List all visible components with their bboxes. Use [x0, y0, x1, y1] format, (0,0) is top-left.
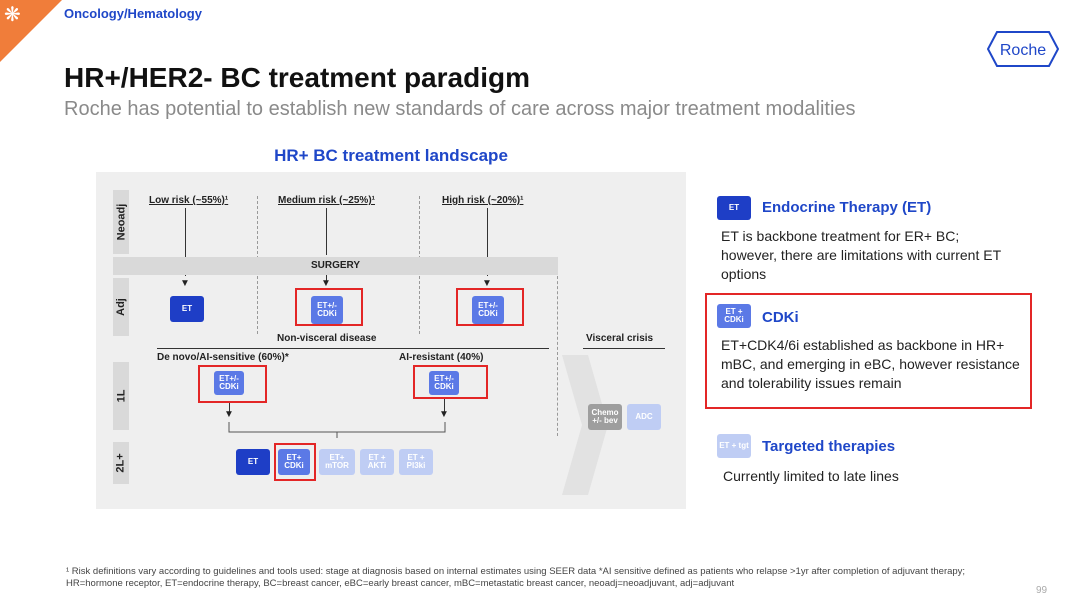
chip-adj-high: ET+/- CDKi	[472, 296, 504, 324]
legend-chip-et: ET	[717, 196, 751, 220]
diagram-title: HR+ BC treatment landscape	[274, 146, 508, 165]
legend-text-et: ET is backbone treatment for ER+ BC; how…	[721, 228, 1001, 282]
highlight-box	[413, 365, 488, 399]
row-tab-neoadj: Neoadj	[113, 190, 129, 254]
footnote: ¹ Risk definitions vary according to gui…	[66, 566, 966, 589]
chip-adj-medium: ET+/- CDKi	[311, 296, 343, 324]
row-tab-1l: 1L	[113, 362, 129, 430]
flow-line	[326, 275, 327, 281]
legend-title-tgt: Targeted therapies	[762, 438, 896, 455]
flow-line	[487, 208, 488, 276]
section-label: Oncology/Hematology	[64, 6, 202, 21]
arrow-down-icon: ▼	[224, 409, 234, 420]
chip-2l-mtor: ET+ mTOR	[319, 449, 355, 475]
legend-text-tgt: Currently limited to late lines	[723, 468, 899, 484]
chip-adc: ADC	[627, 404, 661, 430]
legend-title-cdki: CDKi	[762, 309, 799, 326]
legend-text-cdki: ET+CDK4/6i established as backbone in HR…	[721, 337, 1020, 391]
merge-bracket	[228, 422, 446, 438]
page-title: HR+/HER2- BC treatment paradigm	[64, 62, 530, 93]
chip-chemo: Chemo +/- bev	[588, 404, 622, 430]
legend-chip-tgt: ET + tgt	[717, 434, 751, 458]
arrow-down-icon: ▼	[180, 278, 190, 289]
visceral-crisis-label: Visceral crisis	[586, 333, 654, 344]
surgery-bar: SURGERY	[113, 257, 558, 275]
chip-2l-akti: ET + AKTi	[360, 449, 394, 475]
de-novo-label: De novo/AI-sensitive (60%)*	[157, 352, 289, 363]
highlight-box	[295, 288, 363, 326]
chip-adj-low: ET	[170, 296, 204, 322]
chip-2l-cdki: ET+ CDKi	[278, 449, 310, 475]
divider-line	[157, 348, 549, 349]
risk-high-label: High risk (~20%)¹	[442, 195, 524, 206]
highlight-box	[198, 365, 267, 403]
chip-1l-right: ET+/- CDKi	[429, 371, 459, 395]
flow-line	[185, 208, 186, 276]
page-number: 99	[1036, 585, 1048, 596]
arrow-down-icon: ▼	[439, 409, 449, 420]
flow-line	[326, 208, 327, 255]
risk-medium-label: Medium risk (~25%)¹	[278, 195, 375, 206]
non-visceral-label: Non-visceral disease	[277, 333, 377, 344]
risk-low-label: Low risk (~55%)¹	[149, 195, 229, 206]
arrow-down-icon: ▼	[482, 278, 492, 289]
roche-logo: Roche	[987, 31, 1059, 67]
page-subtitle: Roche has potential to establish new sta…	[64, 98, 856, 120]
chip-2l-et: ET	[236, 449, 270, 475]
chip-2l-pi3ki: ET + PI3ki	[399, 449, 433, 475]
separator-dashed	[557, 276, 558, 436]
divider-line	[583, 348, 665, 349]
corner-accent	[0, 0, 62, 62]
highlight-box	[456, 288, 524, 326]
molecule-icon: ❋	[4, 4, 21, 26]
legend-chip-cdki: ET + CDKi	[717, 304, 751, 328]
flow-line	[444, 399, 445, 415]
legend-title-et: Endocrine Therapy (ET)	[762, 199, 932, 216]
row-tab-2l: 2L+	[113, 442, 129, 484]
ai-resistant-label: AI-resistant (40%)	[399, 352, 484, 363]
highlight-box	[705, 293, 1032, 409]
chevron-right-shape	[562, 355, 608, 495]
arrow-down-icon: ▼	[321, 278, 331, 289]
row-tab-adj: Adj	[113, 278, 129, 336]
highlight-box	[274, 443, 316, 481]
logo-text: Roche	[1000, 42, 1046, 59]
flow-line	[229, 403, 230, 415]
chip-1l-left: ET+/- CDKi	[214, 371, 244, 395]
